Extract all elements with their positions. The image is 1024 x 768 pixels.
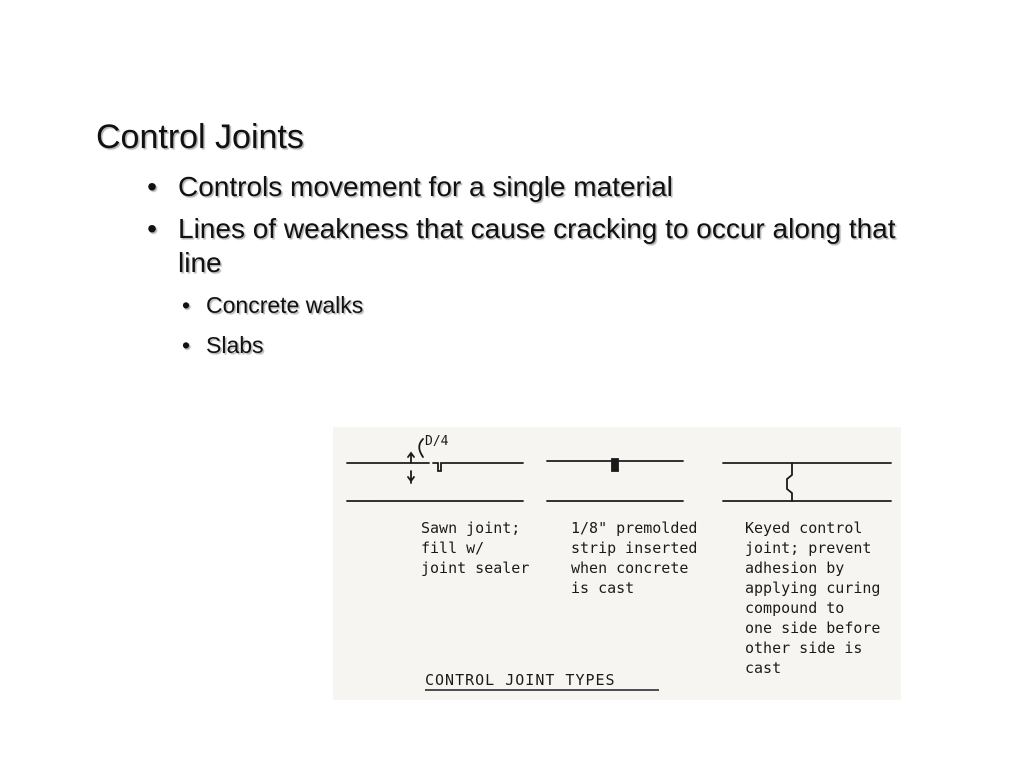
dimension-leader [418, 438, 424, 458]
premolded-strip [611, 458, 619, 472]
caption-line: when concrete [571, 559, 688, 577]
drawing-footer-label: CONTROL JOINT TYPES [425, 671, 616, 689]
caption-line: applying curing [745, 579, 880, 597]
caption-line: compound to [745, 599, 844, 617]
caption-line: is cast [571, 579, 634, 597]
caption-line: joint sealer [421, 559, 529, 577]
bullet-list: • Controls movement for a single materia… [142, 170, 922, 370]
caption-line: 1/8" premolded [571, 519, 697, 537]
dimension-label: D/4 [425, 434, 449, 449]
caption-line: adhesion by [745, 559, 844, 577]
sub-bullet-text: Concrete walks [206, 292, 364, 318]
bullet-text: Lines of weakness that cause cracking to… [178, 213, 896, 278]
depth-arrows [407, 451, 415, 484]
caption-premolded-joint: 1/8" premolded strip inserted when concr… [571, 519, 697, 597]
bullet-item: • Lines of weakness that cause cracking … [142, 212, 922, 360]
caption-line: strip inserted [571, 539, 697, 557]
caption-line: Keyed control [745, 519, 862, 537]
sub-bullet-item: • Concrete walks [178, 290, 922, 320]
bullet-dot: • [181, 332, 191, 358]
keyed-profile [786, 462, 793, 502]
caption-line: other side is [745, 639, 862, 657]
sub-bullet-item: • Slabs [178, 330, 922, 360]
slab-top-line [346, 462, 524, 472]
bullet-text: Controls movement for a single material [178, 171, 673, 202]
caption-line: Sawn joint; [421, 519, 520, 537]
sub-bullet-list: • Concrete walks • Slabs [178, 290, 922, 360]
caption-line: one side before [745, 619, 880, 637]
control-joint-drawing: D/4 Sawn joint; fill w/ joint sealer 1/8… [333, 427, 901, 700]
keyed-joint-section [722, 462, 892, 502]
slide-title: Control Joints [96, 118, 304, 156]
bullet-dot: • [147, 213, 157, 244]
premolded-joint-section [546, 458, 684, 502]
bullet-dot: • [147, 171, 157, 202]
caption-line: fill w/ [421, 539, 484, 557]
caption-line: joint; prevent [745, 539, 871, 557]
bullet-dot: • [181, 292, 191, 318]
sawn-joint-section [346, 438, 524, 502]
joint-diagram-svg: D/4 Sawn joint; fill w/ joint sealer 1/8… [346, 434, 892, 691]
caption-line: cast [745, 659, 781, 677]
bullet-item: • Controls movement for a single materia… [142, 170, 922, 204]
sub-bullet-text: Slabs [206, 332, 264, 358]
caption-sawn-joint: Sawn joint; fill w/ joint sealer [421, 519, 529, 577]
caption-keyed-joint: Keyed control joint; prevent adhesion by… [745, 519, 880, 677]
